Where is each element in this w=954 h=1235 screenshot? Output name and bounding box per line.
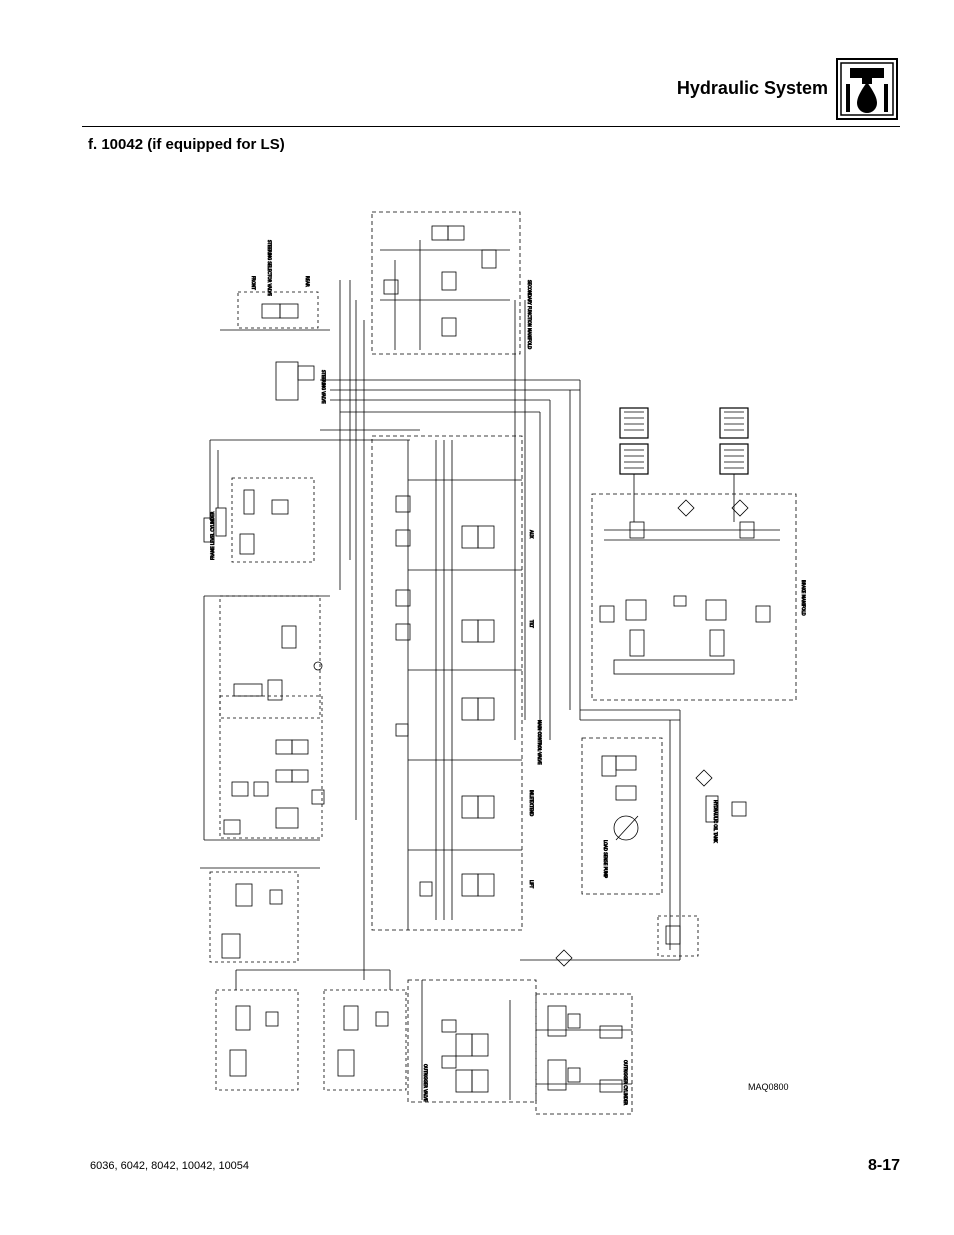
outrigger-cylinders-label: OUTRIGGER CYLINDER <box>623 1060 628 1105</box>
footer-models: 6036, 6042, 8042, 10042, 10054 <box>90 1160 250 1172</box>
secondary-function-manifold <box>371 211 521 355</box>
diagram-id-label: MAQ0800 <box>748 1082 789 1092</box>
header-rule <box>82 126 900 127</box>
front-label: FRONT <box>251 276 256 290</box>
main-control-valve <box>371 435 523 931</box>
secondary-function-manifold-label: SECONDARY FUNCTION MANIFOLD <box>527 280 532 349</box>
load-sense-pump-label: LOAD SENSE PUMP <box>603 840 608 878</box>
steering-selector-valve <box>237 291 319 329</box>
outrigger-cylinders <box>535 993 633 1115</box>
brake-manifold-label: BRAKE MANIFOLD <box>801 580 806 616</box>
steering-selector-valve-label: STEERING SELECTOR VALVE <box>267 240 272 296</box>
page-number: 8-17 <box>867 1157 900 1174</box>
hydraulic-oil-tank-label: HYDRAULIC OIL TANK <box>713 800 718 843</box>
hydraulic-drop-icon <box>836 58 898 120</box>
section-title: f. 10042 (if equipped for LS) <box>88 136 285 153</box>
extend-label: EXTEND <box>529 800 534 816</box>
aux-label: AUX <box>529 530 534 539</box>
tilt-label: TILT <box>529 619 534 628</box>
load-sense-pump <box>581 737 663 895</box>
main-control-valve-label: MAIN CONTROL VALVE <box>537 720 542 765</box>
rear-label: REAR <box>305 276 310 287</box>
hydraulic-schematic: SECONDARY FUNCTION MANIFOLD STEERING SEL… <box>180 200 820 1130</box>
hydraulic-oil-tank <box>657 915 699 957</box>
inlet-label: INLET <box>529 790 534 802</box>
lift-label: LIFT <box>529 880 534 889</box>
brake-manifold <box>591 493 797 701</box>
page-header-title: Hydraulic System <box>676 78 828 98</box>
steering-valve-label: STEERING VALVE <box>321 370 326 404</box>
frame-level-cyl-label: FRAME LEVEL CYLINDER <box>210 511 215 560</box>
frame-level-cylinder <box>231 477 315 563</box>
outrigger-valve-label: OUTRIGGER VALVE <box>423 1064 428 1102</box>
